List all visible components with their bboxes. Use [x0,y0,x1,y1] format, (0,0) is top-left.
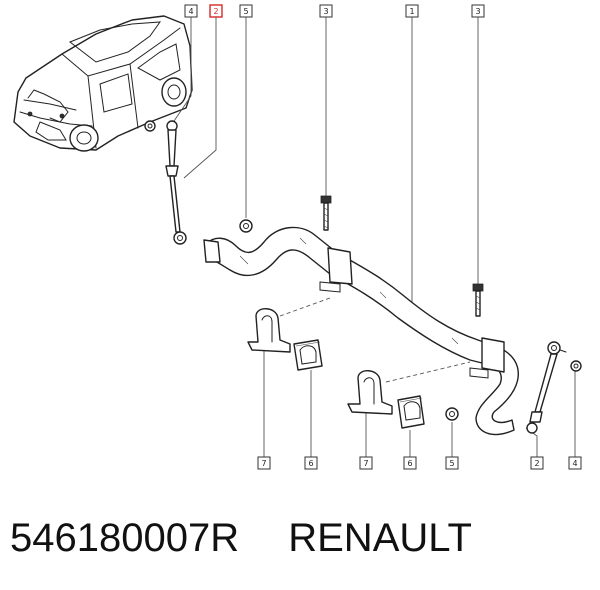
svg-text:7: 7 [363,459,368,468]
svg-text:3: 3 [323,7,328,16]
svg-text:1: 1 [409,7,414,16]
svg-text:5: 5 [243,7,248,16]
part-number: 546180007R [10,516,240,560]
callout-6-right: 6 [403,456,417,470]
caption: 546180007R RENAULT [10,516,590,566]
callout-5-bottom: 5 [445,456,459,470]
bushing-part-6-left [293,339,323,371]
svg-text:4: 4 [572,459,577,468]
bracket-part-7-right [347,370,393,415]
callout-5-top: 5 [239,4,253,18]
bolt-part-3-right [472,283,484,317]
callout-1: 1 [405,4,419,18]
parts-diagram: 4 2 5 3 1 3 7 6 [13,4,582,470]
svg-text:2: 2 [534,459,539,468]
nut-part-5-bottom [445,407,459,421]
link-rod-right [526,341,567,434]
callout-7-right: 7 [359,456,373,470]
nut-part-5-top [239,219,253,233]
leader-lines [171,17,576,457]
callout-4-top: 4 [184,4,198,18]
bushing-part-6-right [397,395,425,429]
svg-text:6: 6 [407,459,412,468]
nut-part-4-top [144,120,156,132]
svg-text:7: 7 [261,459,266,468]
callouts: 4 2 5 3 1 3 7 6 [184,4,582,470]
callout-4-bottom: 4 [568,456,582,470]
link-rod-left [165,120,187,245]
svg-text:6: 6 [308,459,313,468]
callout-7-left: 7 [257,456,271,470]
callout-3-right: 3 [471,4,485,18]
callout-2-bottom: 2 [530,456,544,470]
vehicle-illustration [13,15,193,152]
svg-text:5: 5 [449,459,454,468]
bolt-part-3-left [320,195,332,231]
bracket-part-7-left [247,308,291,353]
nut-part-4-right [570,360,582,372]
brand-name: RENAULT [288,516,472,560]
stabilizer-bar [203,226,519,436]
svg-text:4: 4 [188,7,193,16]
callout-6-left: 6 [304,456,318,470]
callout-2-top-highlighted: 2 [209,4,223,18]
callout-3-left: 3 [319,4,333,18]
svg-text:3: 3 [475,7,480,16]
svg-text:2: 2 [213,7,218,16]
